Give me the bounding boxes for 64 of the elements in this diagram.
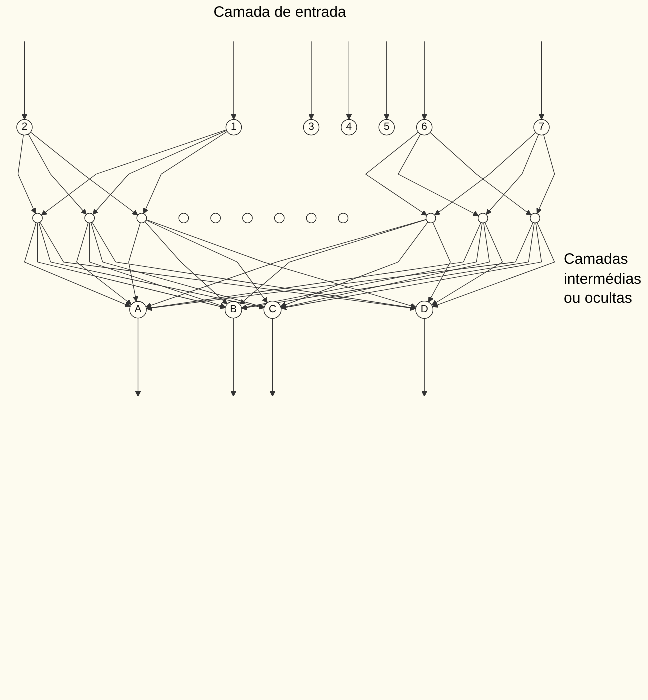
arrow [90,222,226,308]
arrow [76,222,132,306]
layer-label: Camada de entrada [214,4,346,21]
node-circle [210,213,222,224]
node-circle [478,213,488,224]
node-circle [136,213,148,224]
arrow [242,222,535,311]
arrow [432,222,556,308]
arrow [18,134,36,214]
arrow [536,134,556,214]
arrow [22,41,28,120]
arrow [230,318,236,397]
layer-label: Camadas intermédias ou ocultas [564,251,642,307]
arrow [308,41,314,120]
arrow [146,220,268,304]
arrow [280,222,490,310]
arrow [270,318,276,397]
arrow [384,41,390,120]
node-circle [274,213,285,224]
node-circle [530,213,540,224]
node-circle [242,213,253,224]
arrow [280,222,428,308]
node-circle: C [264,301,282,319]
node-circle: D [416,301,434,319]
arrow [128,222,141,302]
arrow [240,219,427,305]
arrow [281,222,542,310]
arrow [143,131,228,214]
node-circle [426,213,436,224]
node-circle: 7 [534,119,550,136]
arrow [428,222,451,303]
node-circle: A [130,301,147,319]
arrow [422,41,428,120]
arrow [432,222,504,306]
node-circle [32,213,43,224]
arrow [346,41,352,120]
arrow [538,41,545,120]
arrow [242,222,483,310]
arrow [365,132,428,216]
node-circle: 2 [16,119,33,136]
node-circle: 4 [341,119,358,136]
node-circle: 1 [226,119,242,136]
node-circle [306,213,317,224]
node-circle: 5 [378,119,395,136]
node-circle [178,213,190,224]
arrow [38,222,265,310]
node-circle: B [224,301,242,319]
arrow [28,134,87,215]
node-circle: 3 [303,119,320,136]
node-circle [84,213,96,224]
arrow [422,318,428,397]
arrow [30,132,138,216]
node-circle [338,213,349,224]
arrow [486,134,540,215]
arrow [24,222,131,308]
arrow [92,130,228,215]
arrow [37,222,226,310]
arrow [144,222,228,305]
arrow [398,134,480,216]
arrow [135,318,142,397]
arrow [41,130,227,216]
arrow [90,222,265,309]
arrow [231,41,237,120]
node-circle: 6 [416,119,433,136]
